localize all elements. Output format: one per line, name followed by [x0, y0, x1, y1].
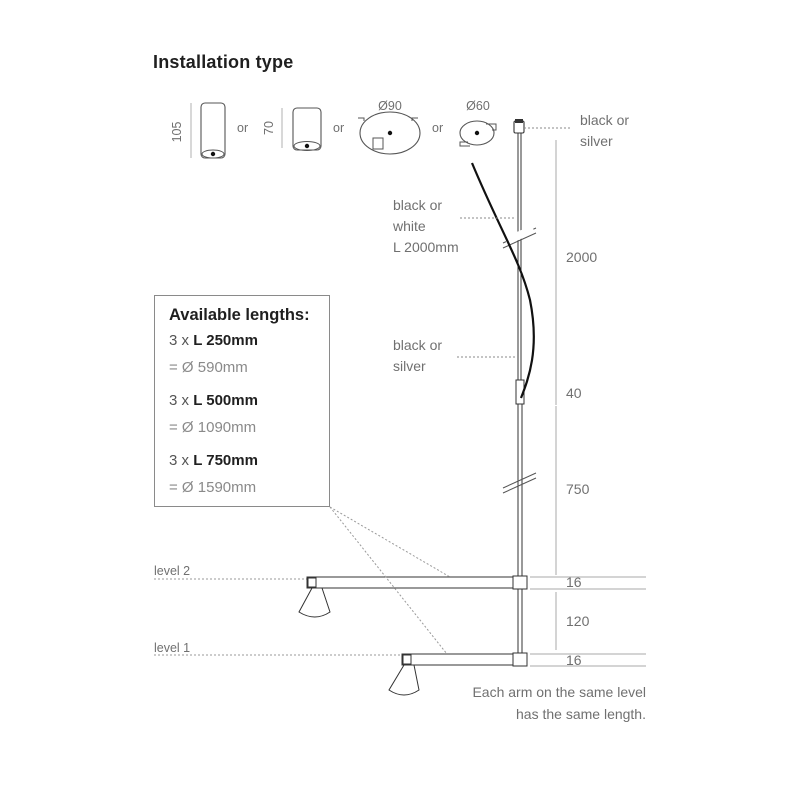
length-value: L 750mm — [193, 452, 258, 469]
or-label-1: or — [237, 121, 248, 135]
dimension-level-gap: 120 — [566, 613, 590, 629]
or-label-3: or — [432, 121, 443, 135]
vertical-rod — [502, 133, 537, 655]
option-dimension-70: 70 — [262, 121, 276, 135]
dimension-level1-thickness: 16 — [566, 652, 582, 668]
length-value: L 250mm — [193, 332, 258, 349]
dimension-connector: 40 — [566, 385, 582, 401]
leader-level1 — [329, 506, 448, 655]
diameter-1090: = Ø 1090mm — [169, 419, 257, 436]
diameter-1590: = Ø 1590mm — [169, 479, 257, 496]
recessed-disc-90 — [359, 111, 421, 155]
rod-finish-line1: black or — [393, 337, 442, 353]
level1-arm — [154, 652, 528, 696]
length-option-250: 3 x L 250mm — [169, 332, 258, 349]
level2-label: level 2 — [154, 564, 190, 578]
canopy-finish-line2: silver — [580, 133, 613, 149]
dimension-rod: 750 — [566, 481, 590, 497]
recessed-disc-60 — [459, 120, 495, 146]
cable-finish-line2: white — [392, 218, 426, 234]
note-line2: has the same length. — [516, 706, 646, 722]
power-cable — [470, 162, 535, 399]
length-option-750: 3 x L 750mm — [169, 452, 258, 469]
top-canopy — [513, 119, 572, 134]
option-surface-tall: 105 — [170, 102, 226, 159]
length-option-500: 3 x L 500mm — [169, 392, 258, 409]
leader-level2 — [329, 506, 451, 578]
page-title: Installation type — [153, 52, 294, 72]
length-value: L 500mm — [193, 392, 258, 409]
cable-length-label: L 2000mm — [393, 239, 459, 255]
option-dimension-60: Ø60 — [466, 99, 490, 113]
length-count: 3 x — [169, 452, 190, 469]
length-count: 3 x — [169, 392, 190, 409]
option-surface-short: 70 — [262, 107, 322, 151]
dimension-level2-thickness: 16 — [566, 574, 582, 590]
level1-label: level 1 — [154, 641, 190, 655]
note-line1: Each arm on the same level — [472, 684, 646, 700]
option-recessed-90: Ø90 — [358, 99, 421, 155]
short-cylinder-shape — [292, 107, 322, 151]
option-recessed-60: Ø60 — [459, 99, 497, 147]
length-count: 3 x — [169, 332, 190, 349]
diameter-590: = Ø 590mm — [169, 359, 248, 376]
or-label-2: or — [333, 121, 344, 135]
option-dimension-105: 105 — [170, 122, 184, 143]
dimension-cable: 2000 — [566, 249, 597, 265]
cable-finish-line1: black or — [393, 197, 442, 213]
canopy-finish-line1: black or — [580, 112, 629, 128]
rod-finish-line2: silver — [393, 358, 426, 374]
available-lengths-box: Available lengths: 3 x L 250mm = Ø 590mm… — [154, 295, 330, 507]
option-dimension-90: Ø90 — [378, 99, 402, 113]
level2-arm — [154, 575, 528, 618]
lengths-box-title: Available lengths: — [169, 306, 310, 324]
